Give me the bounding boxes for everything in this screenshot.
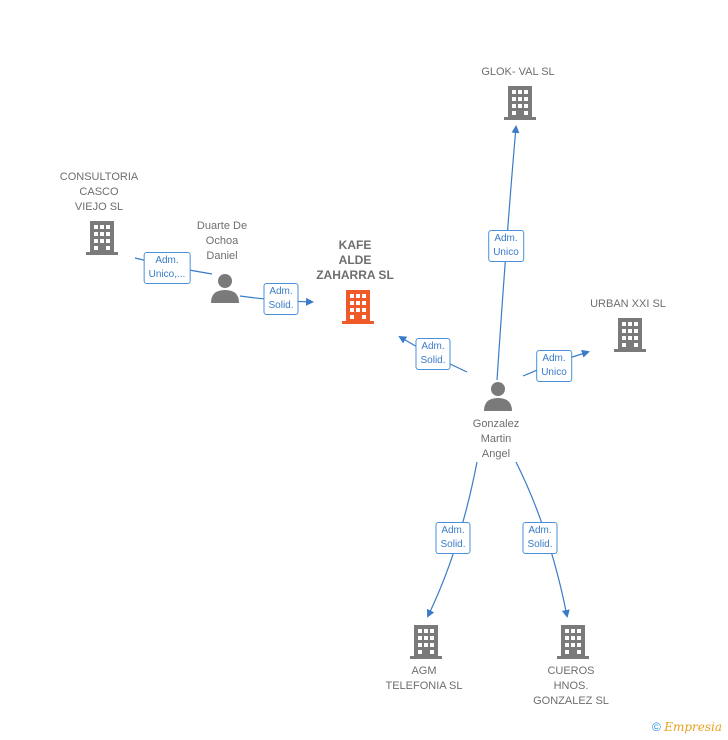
edge-badge-gonzalez-agm[interactable]: Adm. Solid. [435, 522, 471, 554]
edge-badge-duarte-consultoria[interactable]: Adm. Unico,... [143, 252, 191, 284]
company-icon-agm[interactable] [410, 625, 442, 664]
edge-badge-gonzalez-kafe[interactable]: Adm. Solid. [415, 338, 451, 370]
node-label-consultoria: CONSULTORIA CASCO VIEJO SL [59, 171, 139, 213]
person-icon-gonzalez[interactable] [483, 381, 513, 416]
person-icon-duarte[interactable] [210, 273, 240, 308]
edge-badge-duarte-kafe[interactable]: Adm. Solid. [263, 283, 299, 315]
edge-badge-gonzalez-cueros[interactable]: Adm. Solid. [522, 522, 558, 554]
company-icon-glok[interactable] [504, 86, 536, 125]
node-label-kafe: KAFE ALDE ZAHARRA SL [316, 238, 394, 282]
copyright-footer: © Empresia [652, 720, 722, 734]
copyright-symbol: © [652, 720, 661, 734]
node-label-urban: URBAN XXI SL [590, 298, 666, 310]
company-icon-kafe[interactable] [342, 290, 374, 329]
edge-badge-gonzalez-glok[interactable]: Adm. Unico [488, 230, 524, 262]
node-label-duarte: Duarte De Ochoa Daniel [196, 220, 248, 262]
company-icon-consultoria[interactable] [86, 221, 118, 260]
brand-logo[interactable]: Empresia [664, 720, 722, 734]
company-icon-urban[interactable] [614, 318, 646, 357]
node-label-gonzalez: Gonzalez Martin Angel [472, 418, 520, 460]
edge-badge-gonzalez-urban[interactable]: Adm. Unico [536, 350, 572, 382]
node-label-cueros: CUEROS HNOS. GONZALEZ SL [533, 665, 609, 707]
node-label-agm: AGM TELEFONIA SL [385, 665, 463, 692]
company-icon-cueros[interactable] [557, 625, 589, 664]
node-label-glok: GLOK- VAL SL [481, 66, 555, 78]
